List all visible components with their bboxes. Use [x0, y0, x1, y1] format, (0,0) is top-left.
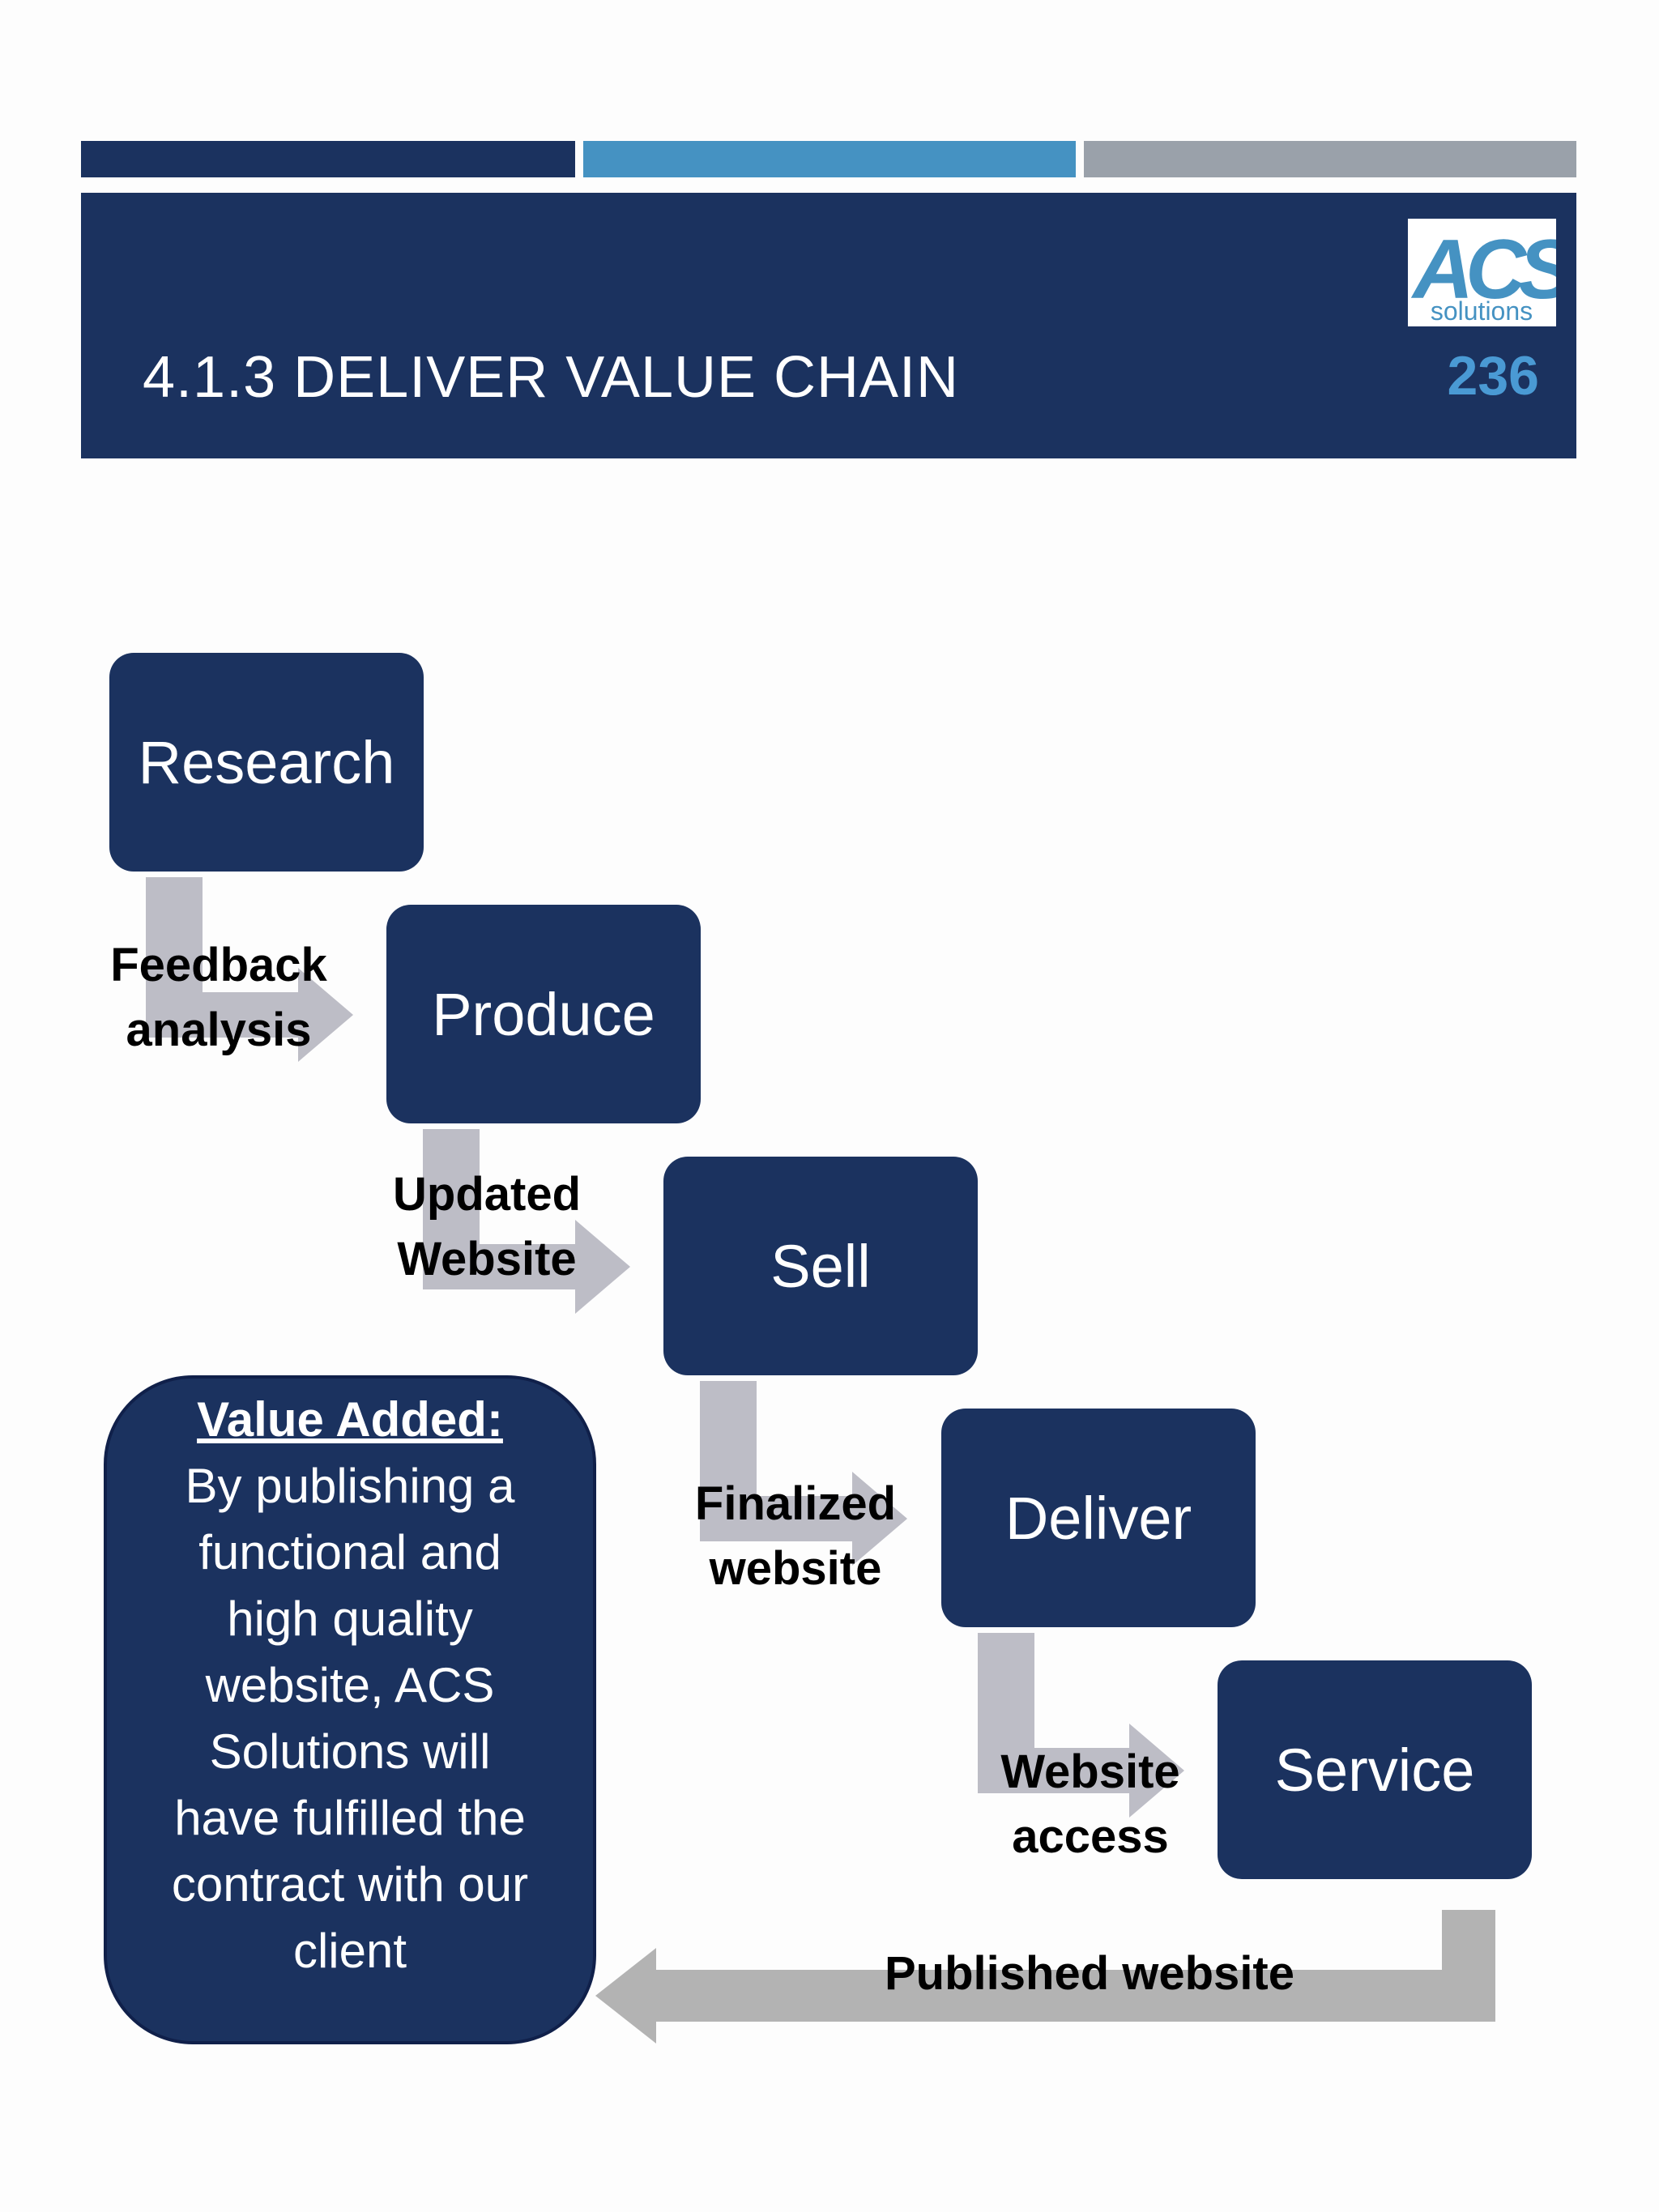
value-added-line: contract with our — [171, 1857, 529, 1912]
arrow-research-produce — [146, 877, 353, 1062]
page-title: 4.1.3 DELIVER VALUE CHAIN — [143, 345, 960, 410]
arrow-deliver-service — [978, 1633, 1184, 1818]
connector-label-updated: Updated Website — [357, 1162, 616, 1292]
connector-label-line: analysis — [126, 1004, 312, 1056]
acs-logo: ACS solutions — [1408, 219, 1556, 326]
connector-label-line: website — [709, 1542, 882, 1595]
value-added-line: client — [292, 1924, 407, 1978]
step-research-label: Research — [138, 728, 395, 796]
top-stripe-gray — [1084, 141, 1576, 177]
arrow-produce-sell — [423, 1129, 630, 1314]
step-sell: Sell — [663, 1157, 978, 1375]
value-added-line: high quality — [227, 1592, 473, 1646]
connector-label-line: Website — [397, 1233, 577, 1285]
value-added-line: By publishing a — [185, 1459, 515, 1513]
connector-label-access: Website access — [961, 1740, 1220, 1869]
step-produce: Produce — [386, 905, 701, 1123]
page-number: 236 — [1447, 345, 1539, 407]
step-deliver: Deliver — [941, 1409, 1256, 1627]
connector-label-finalized: Finalized website — [666, 1472, 925, 1601]
value-added-line: functional and — [198, 1525, 501, 1579]
connector-label-line: Finalized — [694, 1477, 897, 1530]
header-bar — [81, 193, 1576, 458]
connector-label-line: Website — [1000, 1745, 1180, 1798]
value-added-box: Value Added: By publishing a functional … — [104, 1375, 596, 2044]
connector-label-line: access — [1012, 1810, 1169, 1863]
value-added-line: Solutions will — [209, 1724, 491, 1779]
top-stripe-blue — [583, 141, 1076, 177]
value-added-line: website, ACS — [205, 1658, 495, 1712]
connector-label-line: Updated — [393, 1168, 581, 1221]
connector-label-line: Feedback — [110, 939, 327, 991]
arrow-sell-deliver — [700, 1381, 907, 1566]
top-stripe-navy — [81, 141, 575, 177]
step-sell-label: Sell — [770, 1232, 871, 1300]
step-deliver-label: Deliver — [1004, 1484, 1192, 1552]
logo-subtext: solutions — [1431, 296, 1533, 326]
value-added-line: have fulfilled the — [174, 1791, 526, 1845]
step-produce-label: Produce — [432, 980, 655, 1048]
step-service: Service — [1218, 1660, 1532, 1879]
value-added-title: Value Added: — [197, 1392, 503, 1447]
connector-label-feedback: Feedback analysis — [89, 933, 348, 1063]
logo-text: ACS — [1410, 223, 1556, 317]
step-research: Research — [109, 653, 424, 872]
step-service-label: Service — [1274, 1736, 1475, 1804]
return-arrow-label: Published website — [885, 1947, 1294, 2000]
arrow-return-published — [595, 1910, 1495, 2044]
